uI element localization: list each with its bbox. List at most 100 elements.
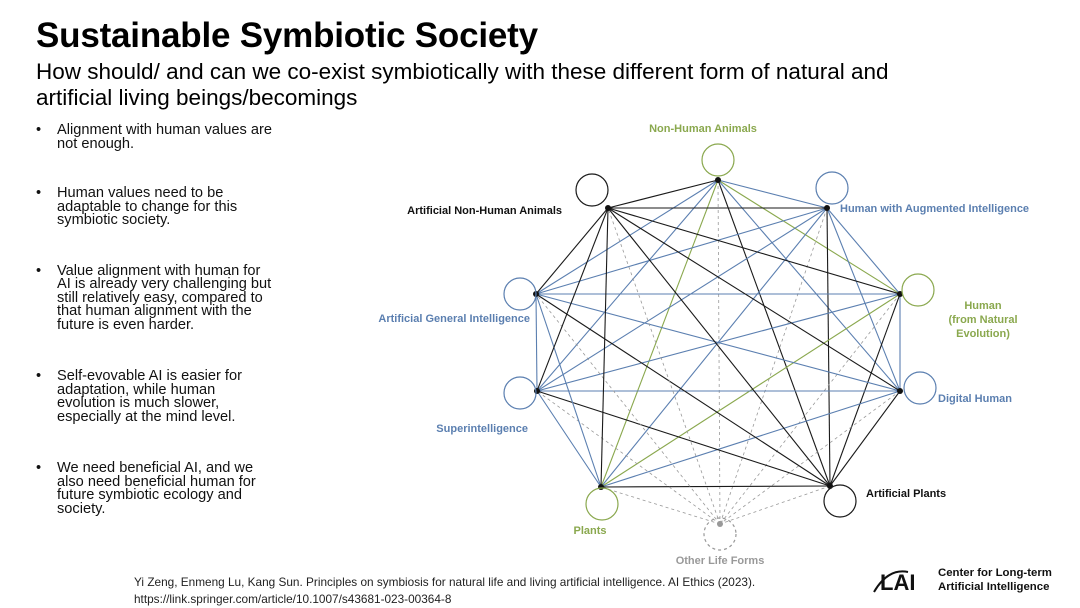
- self-loop-other-life-forms: [703, 517, 737, 551]
- diagram-edge: [536, 179, 719, 392]
- bullet-line: that human alignment with the: [57, 303, 252, 319]
- diagram-edge: [600, 485, 831, 488]
- diagram-edge: [717, 179, 828, 209]
- diagram-edge: [600, 207, 828, 488]
- node-label-superintelligence: Superintelligence: [436, 423, 528, 435]
- diagram-edge: [535, 293, 602, 488]
- lai-logo-mark-icon: LAI: [873, 570, 915, 595]
- bullet-line: evolution is much slower,: [57, 395, 220, 411]
- bullet-dot: •: [36, 122, 42, 138]
- bullet-line: symbiotic society.: [57, 212, 171, 228]
- reference-citation: Yi Zeng, Enmeng Lu, Kang Sun. Principles…: [134, 574, 755, 608]
- node-label-artificial-non-human-animals: Artificial Non-Human Animals: [407, 205, 562, 217]
- diagram-edge: [600, 207, 609, 488]
- diagram-edge: [535, 293, 538, 392]
- diagram-edge: [535, 293, 721, 525]
- bullet-line: especially at the mind level.: [57, 408, 236, 425]
- diagram-edge: [607, 207, 901, 392]
- diagram-edge: [719, 207, 828, 525]
- reference-line-1: Yi Zeng, Enmeng Lu, Kang Sun. Principles…: [134, 575, 756, 589]
- self-loop-human-augmented: [815, 171, 849, 205]
- diagram-edge: [535, 293, 901, 392]
- bullet-line: Human values need to be: [57, 185, 224, 201]
- self-loop-non-human-animals: [701, 143, 735, 177]
- slide-subtitle: How should/ and can we co-exist symbioti…: [36, 59, 889, 110]
- diagram-edge: [719, 485, 831, 525]
- self-loop-digital-human: [903, 371, 937, 405]
- diagram-node-human-natural: [897, 291, 903, 297]
- diagram-edge: [607, 207, 721, 525]
- logo-line-1: Center for Long-term: [938, 567, 1052, 579]
- diagram-edge: [826, 207, 901, 392]
- diagram-edge: [600, 390, 901, 488]
- diagram-node-artificial-non-human-animals: [605, 205, 611, 211]
- reference-link[interactable]: https://link.springer.com/article/10.100…: [134, 592, 452, 606]
- diagram-edge: [607, 179, 719, 209]
- node-label-other-life-forms: Other Life Forms: [676, 555, 765, 567]
- bullet-line: not enough.: [57, 135, 135, 152]
- diagram-edge: [717, 179, 831, 487]
- node-label-agi: Artificial General Intelligence: [378, 313, 530, 325]
- diagram-edge: [719, 293, 901, 525]
- diagram-edge: [536, 390, 602, 488]
- bullet-line: Self-evovable AI is easier for: [57, 368, 242, 384]
- diagram-node-digital-human: [897, 388, 903, 394]
- bullet-line: still relatively easy, compared to: [57, 289, 263, 306]
- bullet-line: We need beneficial AI, and we: [57, 460, 254, 476]
- diagram-node-non-human-animals: [715, 177, 721, 183]
- svg-text:LAI: LAI: [880, 570, 915, 595]
- bullet-line: society.: [57, 500, 106, 517]
- diagram-node-human-augmented: [824, 205, 830, 211]
- diagram-edges: [533, 177, 903, 527]
- node-label-digital-human: Digital Human: [938, 393, 1012, 405]
- diagram-edge: [829, 293, 901, 487]
- diagram-edge: [535, 179, 719, 295]
- bullet-dot: •: [36, 460, 42, 476]
- lai-logo: LAI Center for Long-term Artificial Inte…: [868, 562, 1068, 602]
- bullet-line: adaptable to change for this: [57, 198, 238, 215]
- diagram-edge: [536, 390, 831, 487]
- bullet-line: also need beneficial human for: [57, 473, 256, 490]
- bullet-line: AI is already very challenging but: [57, 276, 272, 292]
- diagram-edge: [829, 390, 901, 487]
- diagram-edge: [607, 207, 901, 295]
- diagram-edge: [826, 207, 831, 487]
- diagram-self-loops: [503, 143, 937, 551]
- diagram-edge: [535, 207, 609, 295]
- bullet-line: Value alignment with human for: [57, 262, 261, 279]
- bullet-dot: •: [36, 262, 42, 279]
- diagram-edge: [719, 390, 901, 525]
- diagram-edge: [536, 207, 828, 392]
- diagram-edge: [535, 207, 828, 295]
- slide-title: Sustainable Symbiotic Society: [36, 16, 538, 55]
- bullet-dot: •: [36, 185, 42, 201]
- bullet-dot: •: [36, 368, 42, 384]
- self-loop-artificial-non-human-animals: [575, 173, 609, 207]
- diagram-edge: [826, 207, 901, 295]
- self-loop-superintelligence: [503, 376, 537, 410]
- bullet-line: Alignment with human values are: [57, 122, 272, 138]
- node-label-artificial-plants: Artificial Plants: [866, 488, 946, 500]
- diagram-edge: [600, 486, 721, 525]
- diagram-edge: [535, 293, 831, 487]
- node-label-plants: Plants: [573, 525, 606, 537]
- diagram-edge: [607, 207, 831, 487]
- diagram-edge: [717, 179, 901, 295]
- diagram-edge: [717, 179, 721, 525]
- diagram-edge: [600, 179, 719, 488]
- node-label-non-human-animals: Non-Human Animals: [649, 123, 757, 135]
- node-label-human-augmented: Human with Augmented Intelligence: [840, 203, 1029, 215]
- self-loop-agi: [503, 277, 537, 311]
- diagram-node-other-life-forms: [717, 521, 723, 527]
- self-loop-artificial-plants: [823, 484, 857, 518]
- self-loop-plants: [585, 487, 619, 521]
- diagram-edge: [717, 179, 901, 392]
